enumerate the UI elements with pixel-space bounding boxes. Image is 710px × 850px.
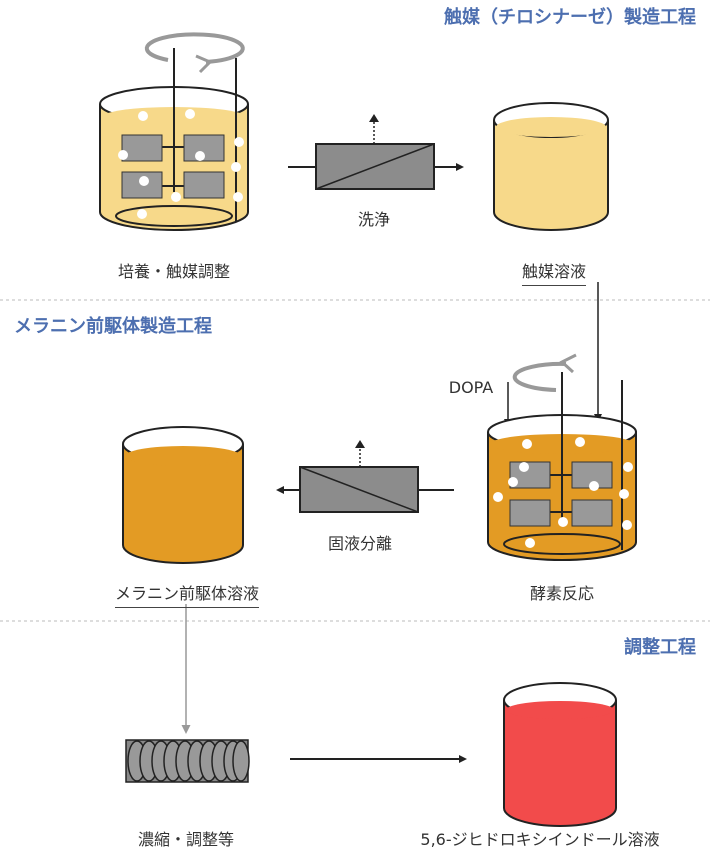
paddle xyxy=(509,499,551,527)
label-catalyst-solution: 触媒溶液 xyxy=(521,258,587,286)
label-wash: 洗浄 xyxy=(357,210,391,229)
paddle xyxy=(571,499,613,527)
section-title-melanin: メラニン前駆体製造工程 xyxy=(14,316,212,337)
label-concentration: 濃縮・調整等 xyxy=(137,830,235,849)
paddle xyxy=(121,171,163,199)
concentrator-icon xyxy=(125,739,250,783)
label-enzyme-reaction: 酵素反応 xyxy=(529,584,595,603)
label-product: 5,6-ジヒドロキシインドール溶液 xyxy=(420,830,660,849)
beaker-icon xyxy=(493,102,609,231)
section-title-catalyst: 触媒（チロシナーゼ）製造工程 xyxy=(444,7,696,28)
filter-icon xyxy=(276,440,454,513)
rotation-arrow-icon xyxy=(512,353,577,392)
section-title-adjust: 調整工程 xyxy=(624,637,696,658)
paddle xyxy=(121,134,163,162)
beaker-icon xyxy=(122,426,244,564)
rotation-arrow-icon xyxy=(144,32,245,74)
label-dopa: DOPA xyxy=(448,378,494,397)
stirred-tank-icon xyxy=(487,372,637,561)
beaker-icon xyxy=(503,682,617,827)
stirred-tank-icon xyxy=(99,48,249,231)
label-solid-liquid-separation: 固液分離 xyxy=(327,534,393,553)
label-culture: 培養・触媒調整 xyxy=(117,262,231,281)
paddle xyxy=(183,171,225,199)
label-melanin-precursor-solution: メラニン前駆体溶液 xyxy=(114,580,260,608)
filter-icon xyxy=(288,114,464,190)
